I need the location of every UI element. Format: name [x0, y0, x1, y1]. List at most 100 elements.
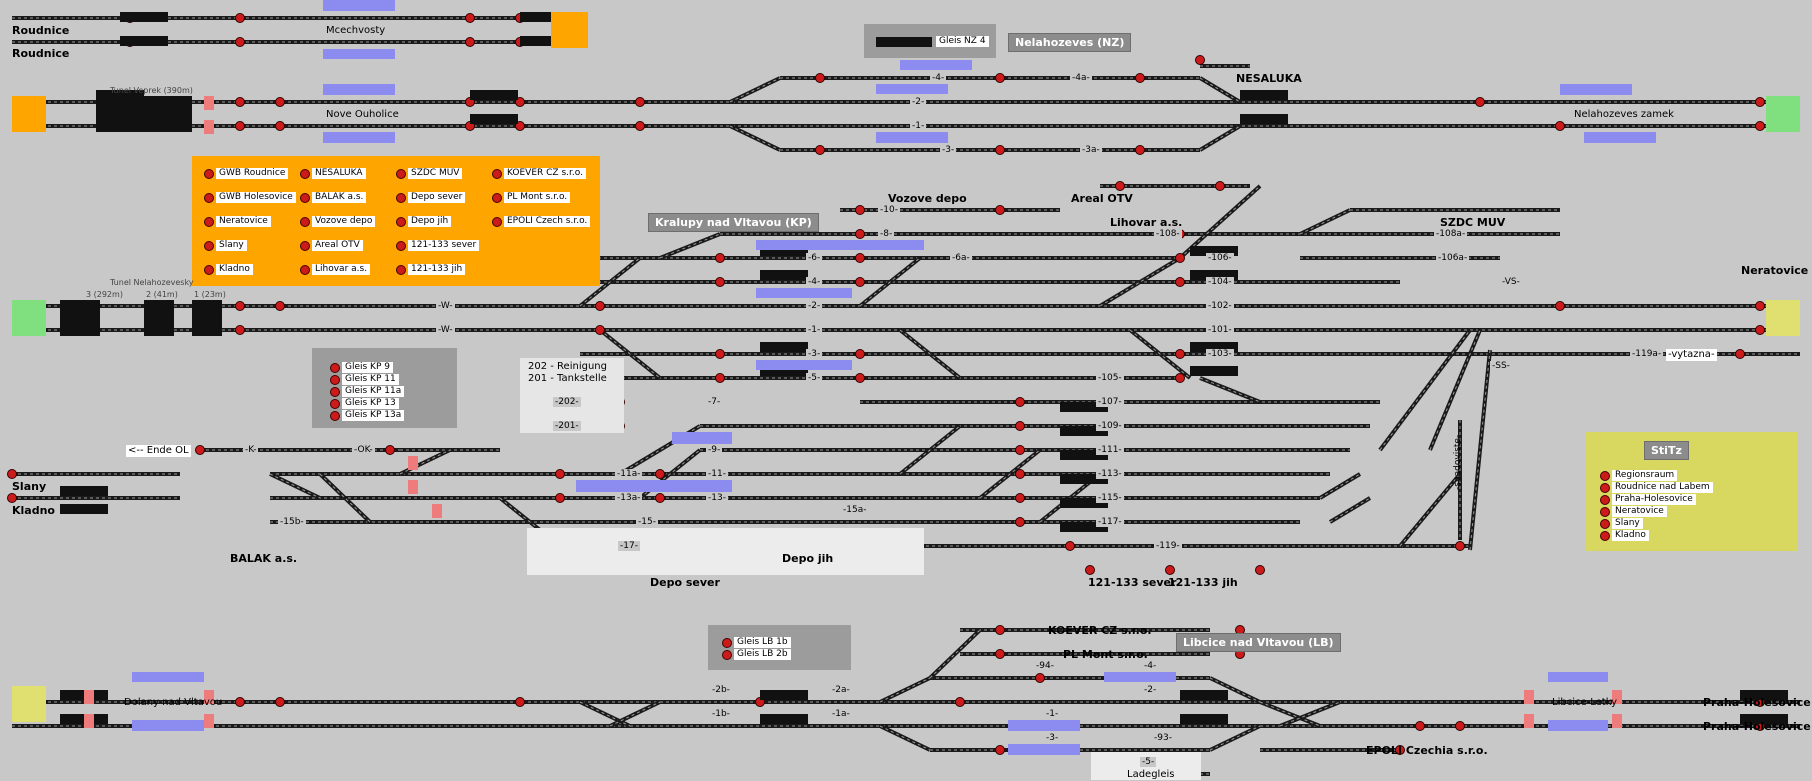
signal-icon[interactable]	[1735, 349, 1745, 359]
signal-icon[interactable]	[235, 121, 245, 131]
signal-icon[interactable]	[1175, 253, 1185, 263]
station-roudnice-1[interactable]: Roudnice	[12, 24, 70, 37]
station-depo-sever[interactable]: Depo sever	[650, 576, 720, 589]
orange-legend-item[interactable]: NESALUKA	[312, 168, 366, 179]
station-szdc-muv[interactable]: SZDC MUV	[1440, 216, 1506, 229]
legend-signal-icon[interactable]	[1600, 531, 1610, 541]
signal-icon[interactable]	[1035, 673, 1045, 683]
station-vozove-depo[interactable]: Vozove depo	[888, 192, 967, 205]
signal-icon[interactable]	[235, 697, 245, 707]
legend-signal-icon[interactable]	[396, 265, 406, 275]
signal-icon[interactable]	[1015, 493, 1025, 503]
signal-icon[interactable]	[1135, 73, 1145, 83]
orange-legend-item[interactable]: Slany	[216, 240, 247, 251]
signal-icon[interactable]	[655, 469, 665, 479]
orange-legend-item[interactable]: 121-133 jih	[408, 264, 466, 275]
station-121-sever[interactable]: 121-133 sever	[1088, 576, 1177, 589]
signal-icon[interactable]	[1215, 181, 1225, 191]
legend-signal-icon[interactable]	[204, 169, 214, 179]
signal-icon[interactable]	[1755, 97, 1765, 107]
signal-icon[interactable]	[855, 349, 865, 359]
legend-signal-icon[interactable]	[492, 193, 502, 203]
orange-legend-item[interactable]: GWB Holesovice	[216, 192, 296, 203]
signal-icon[interactable]	[235, 325, 245, 335]
signal-icon[interactable]	[1015, 421, 1025, 431]
signal-icon[interactable]	[1085, 565, 1095, 575]
signal-icon[interactable]	[1015, 445, 1025, 455]
legend-signal-icon[interactable]	[1600, 483, 1610, 493]
stitz-legend-item[interactable]: Regionsraum	[1612, 470, 1678, 481]
lb-legend-item[interactable]: Gleis LB 1b	[734, 637, 791, 648]
stitz-legend-item[interactable]: Praha-Holesovice	[1612, 494, 1696, 505]
kp-legend-item[interactable]: Gleis KP 11a	[342, 386, 405, 397]
legend-signal-icon[interactable]	[330, 363, 340, 373]
orange-legend-item[interactable]: Areal OTV	[312, 240, 363, 251]
signal-icon[interactable]	[635, 121, 645, 131]
legend-signal-icon[interactable]	[204, 241, 214, 251]
signal-icon[interactable]	[995, 73, 1005, 83]
signal-icon[interactable]	[275, 301, 285, 311]
station-pl-mont[interactable]: PL Mont s.r.o.	[1063, 648, 1148, 661]
signal-icon[interactable]	[715, 373, 725, 383]
signal-icon[interactable]	[995, 205, 1005, 215]
signal-icon[interactable]	[1115, 181, 1125, 191]
legend-signal-icon[interactable]	[204, 217, 214, 227]
signal-icon[interactable]	[235, 37, 245, 47]
kp-legend-item[interactable]: Gleis KP 13a	[342, 410, 405, 421]
signal-icon[interactable]	[515, 697, 525, 707]
signal-icon[interactable]	[1455, 541, 1465, 551]
orange-legend-item[interactable]: BALAK a.s.	[312, 192, 367, 203]
orange-legend-item[interactable]: 121-133 sever	[408, 240, 480, 251]
station-praha-2[interactable]: Praha-Holesovice	[1703, 720, 1811, 733]
signal-icon[interactable]	[275, 697, 285, 707]
signal-icon[interactable]	[855, 277, 865, 287]
legend-signal-icon[interactable]	[396, 169, 406, 179]
legend-signal-icon[interactable]	[1600, 507, 1610, 517]
signal-icon[interactable]	[655, 493, 665, 503]
legend-signal-icon[interactable]	[204, 265, 214, 275]
kp-legend-item[interactable]: Gleis KP 9	[342, 362, 393, 373]
legend-signal-icon[interactable]	[330, 375, 340, 385]
signal-icon[interactable]	[955, 697, 965, 707]
signal-icon[interactable]	[815, 73, 825, 83]
signal-icon[interactable]	[1015, 469, 1025, 479]
signal-icon[interactable]	[1755, 325, 1765, 335]
signal-icon[interactable]	[995, 625, 1005, 635]
legend-signal-icon[interactable]	[300, 265, 310, 275]
signal-icon[interactable]	[1555, 121, 1565, 131]
orange-legend-item[interactable]: Neratovice	[216, 216, 271, 227]
signal-icon[interactable]	[1015, 397, 1025, 407]
legend-signal-icon[interactable]	[300, 169, 310, 179]
legend-signal-icon[interactable]	[300, 217, 310, 227]
signal-icon[interactable]	[275, 97, 285, 107]
signal-icon[interactable]	[855, 229, 865, 239]
signal-icon[interactable]	[595, 325, 605, 335]
signal-icon[interactable]	[1395, 745, 1405, 755]
signal-icon[interactable]	[1415, 721, 1425, 731]
kp-legend-item[interactable]: Gleis KP 13	[342, 398, 399, 409]
legend-signal-icon[interactable]	[396, 217, 406, 227]
stitz-legend-item[interactable]: Neratovice	[1612, 506, 1667, 517]
orange-legend-item[interactable]: SZDC MUV	[408, 168, 463, 179]
signal-icon[interactable]	[595, 301, 605, 311]
legend-signal-icon[interactable]	[330, 411, 340, 421]
station-balak[interactable]: BALAK a.s.	[230, 552, 298, 565]
signal-icon[interactable]	[995, 145, 1005, 155]
legend-signal-icon[interactable]	[1600, 495, 1610, 505]
signal-icon[interactable]	[7, 493, 17, 503]
signal-icon[interactable]	[555, 469, 565, 479]
signal-icon[interactable]	[275, 121, 285, 131]
stitz-legend-item[interactable]: Kladno	[1612, 530, 1649, 541]
signal-icon[interactable]	[1015, 517, 1025, 527]
signal-icon[interactable]	[7, 469, 17, 479]
orange-legend-item[interactable]: Depo sever	[408, 192, 466, 203]
station-epoli[interactable]: EPOLI Czechia s.r.o.	[1366, 744, 1488, 757]
station-praha-1[interactable]: Praha-Holesovice	[1703, 696, 1811, 709]
signal-icon[interactable]	[715, 277, 725, 287]
station-kladno[interactable]: Kladno	[12, 504, 55, 517]
station-roudnice-2[interactable]: Roudnice	[12, 47, 70, 60]
legend-signal-icon[interactable]	[396, 241, 406, 251]
signal-icon[interactable]	[855, 205, 865, 215]
station-neratovice[interactable]: Neratovice	[1741, 264, 1809, 277]
orange-legend-item[interactable]: Lihovar a.s.	[312, 264, 371, 275]
